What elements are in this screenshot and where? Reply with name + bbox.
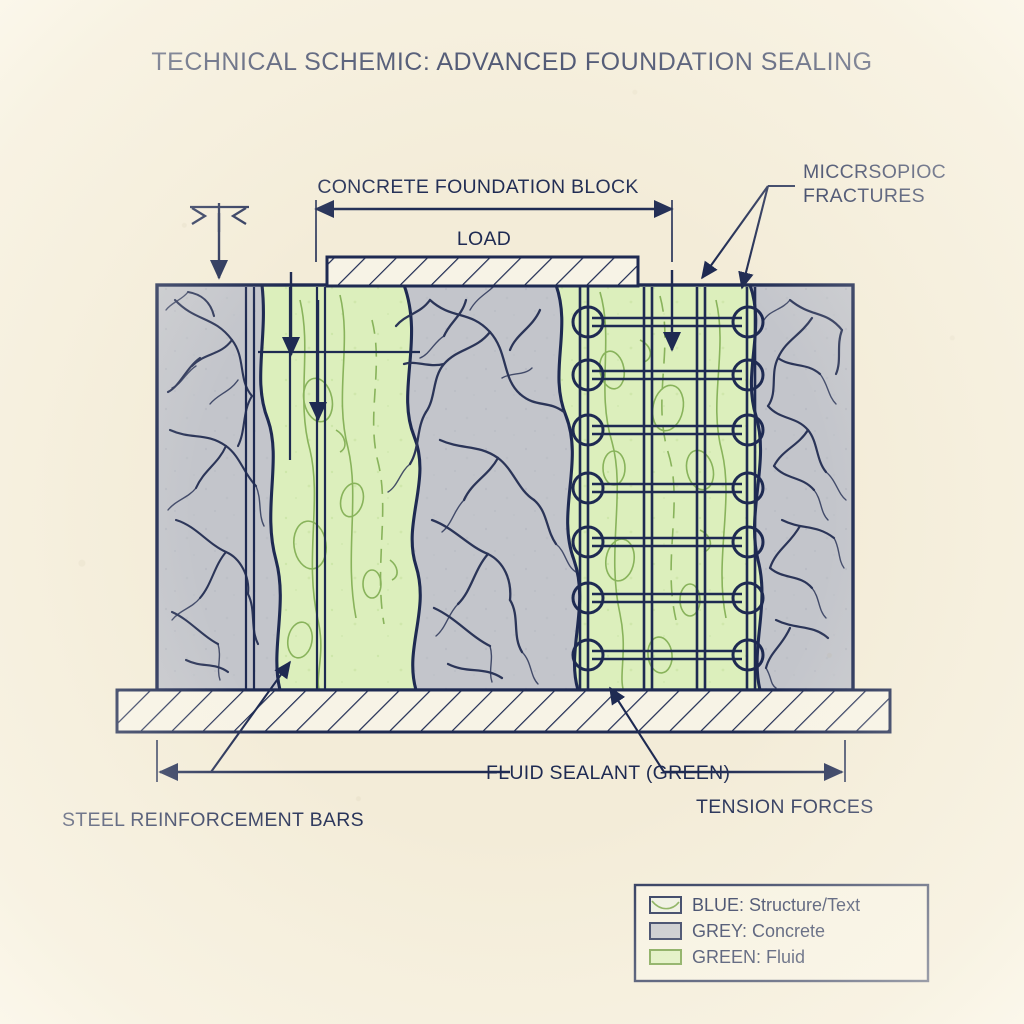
label-steel-reinforcement-bars: STEEL REINFORCEMENT BARS <box>62 809 364 831</box>
base-slab <box>115 688 892 734</box>
legend-item-green[interactable]: GREEN: Fluid <box>649 947 805 967</box>
legend-item-blue[interactable]: BLUE: Structure/Text <box>649 895 860 915</box>
page-title: TECHNICAL SCHEMIC: ADVANCED FOUNDATION S… <box>151 48 872 76</box>
legend-label-grey: GREY: Concrete <box>692 921 825 941</box>
fluid-sealant-dimension: FLUID SEALANT (GREEN) <box>156 740 730 784</box>
section-break-symbol <box>190 203 249 232</box>
legend-panel[interactable]: BLUE: Structure/Text GREY: Concrete GREE… <box>633 883 930 983</box>
label-fractures-line1: MICCRSOPIOC <box>803 161 946 183</box>
label-load: LOAD <box>457 228 511 250</box>
legend-label-blue: BLUE: Structure/Text <box>692 895 860 915</box>
legend-item-grey[interactable]: GREY: Concrete <box>649 921 825 941</box>
fracture-callout: MICCRSOPIOC FRACTURES <box>701 161 946 290</box>
load-block <box>325 255 640 288</box>
label-tension-forces: TENSION FORCES <box>696 796 874 818</box>
label-fractures-line2: FRACTURES <box>803 185 925 207</box>
label-concrete-foundation-block: CONCRETE FOUNDATION BLOCK <box>317 176 638 198</box>
legend-label-green: GREEN: Fluid <box>692 947 805 967</box>
